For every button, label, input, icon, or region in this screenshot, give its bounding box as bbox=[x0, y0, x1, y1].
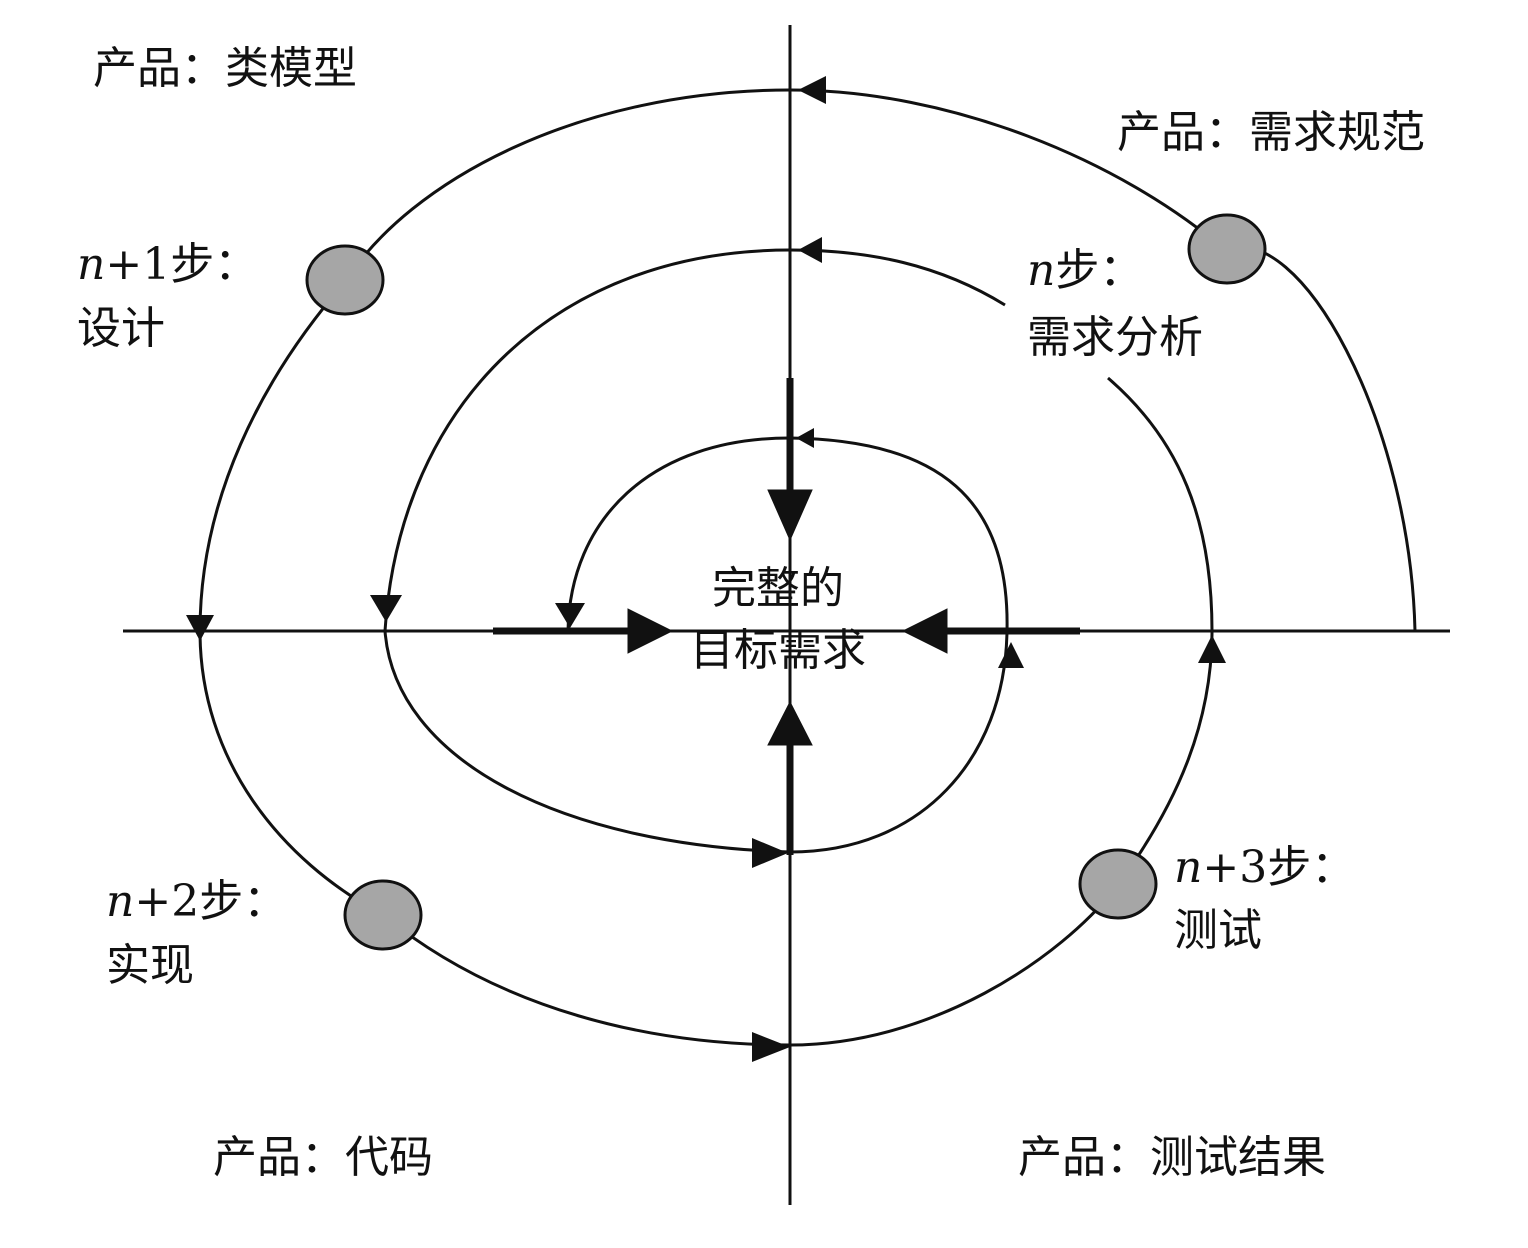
product-label-top-left: 产品：类模型 bbox=[93, 43, 357, 94]
middle-spiral-path bbox=[383, 248, 1009, 854]
step-node-n2 bbox=[343, 879, 423, 951]
step-n1-var: n bbox=[77, 239, 105, 290]
step-n2-var: n bbox=[106, 876, 134, 927]
step-n3-suffix: +3步： bbox=[1202, 842, 1355, 893]
step-node-n3 bbox=[1078, 848, 1158, 920]
bold-arrows bbox=[493, 378, 1080, 855]
step-n3-var: n bbox=[1174, 842, 1202, 893]
step-n2-activity: 实现 bbox=[106, 940, 194, 991]
step-n-heading: n步： bbox=[1027, 245, 1143, 296]
step-n1-heading: n+1步： bbox=[77, 239, 258, 290]
step-n2-suffix: +2步： bbox=[134, 876, 287, 927]
step-n-var: n bbox=[1027, 245, 1055, 296]
step-n-activity: 需求分析 bbox=[1027, 312, 1203, 363]
outer-spiral-lower-right bbox=[789, 376, 1214, 1047]
step-node-n bbox=[1187, 213, 1267, 285]
step-n1-activity: 设计 bbox=[77, 303, 165, 354]
step-n3-activity: 测试 bbox=[1174, 905, 1262, 956]
step-n-suffix: 步： bbox=[1055, 245, 1143, 296]
step-n1-suffix: +1步： bbox=[105, 239, 258, 290]
product-label-top-right: 产品：需求规范 bbox=[1117, 107, 1425, 158]
center-label-line1: 完整的 bbox=[712, 563, 844, 614]
center-label-line2: 目标需求 bbox=[690, 625, 866, 676]
direction-arrowheads bbox=[186, 76, 1226, 1062]
step-node-n1 bbox=[305, 244, 385, 316]
step-n2-heading: n+2步： bbox=[106, 876, 287, 927]
product-label-bottom-right: 产品：测试结果 bbox=[1018, 1132, 1326, 1183]
step-n3-heading: n+3步： bbox=[1174, 842, 1355, 893]
product-label-bottom-left: 产品：代码 bbox=[213, 1132, 433, 1183]
